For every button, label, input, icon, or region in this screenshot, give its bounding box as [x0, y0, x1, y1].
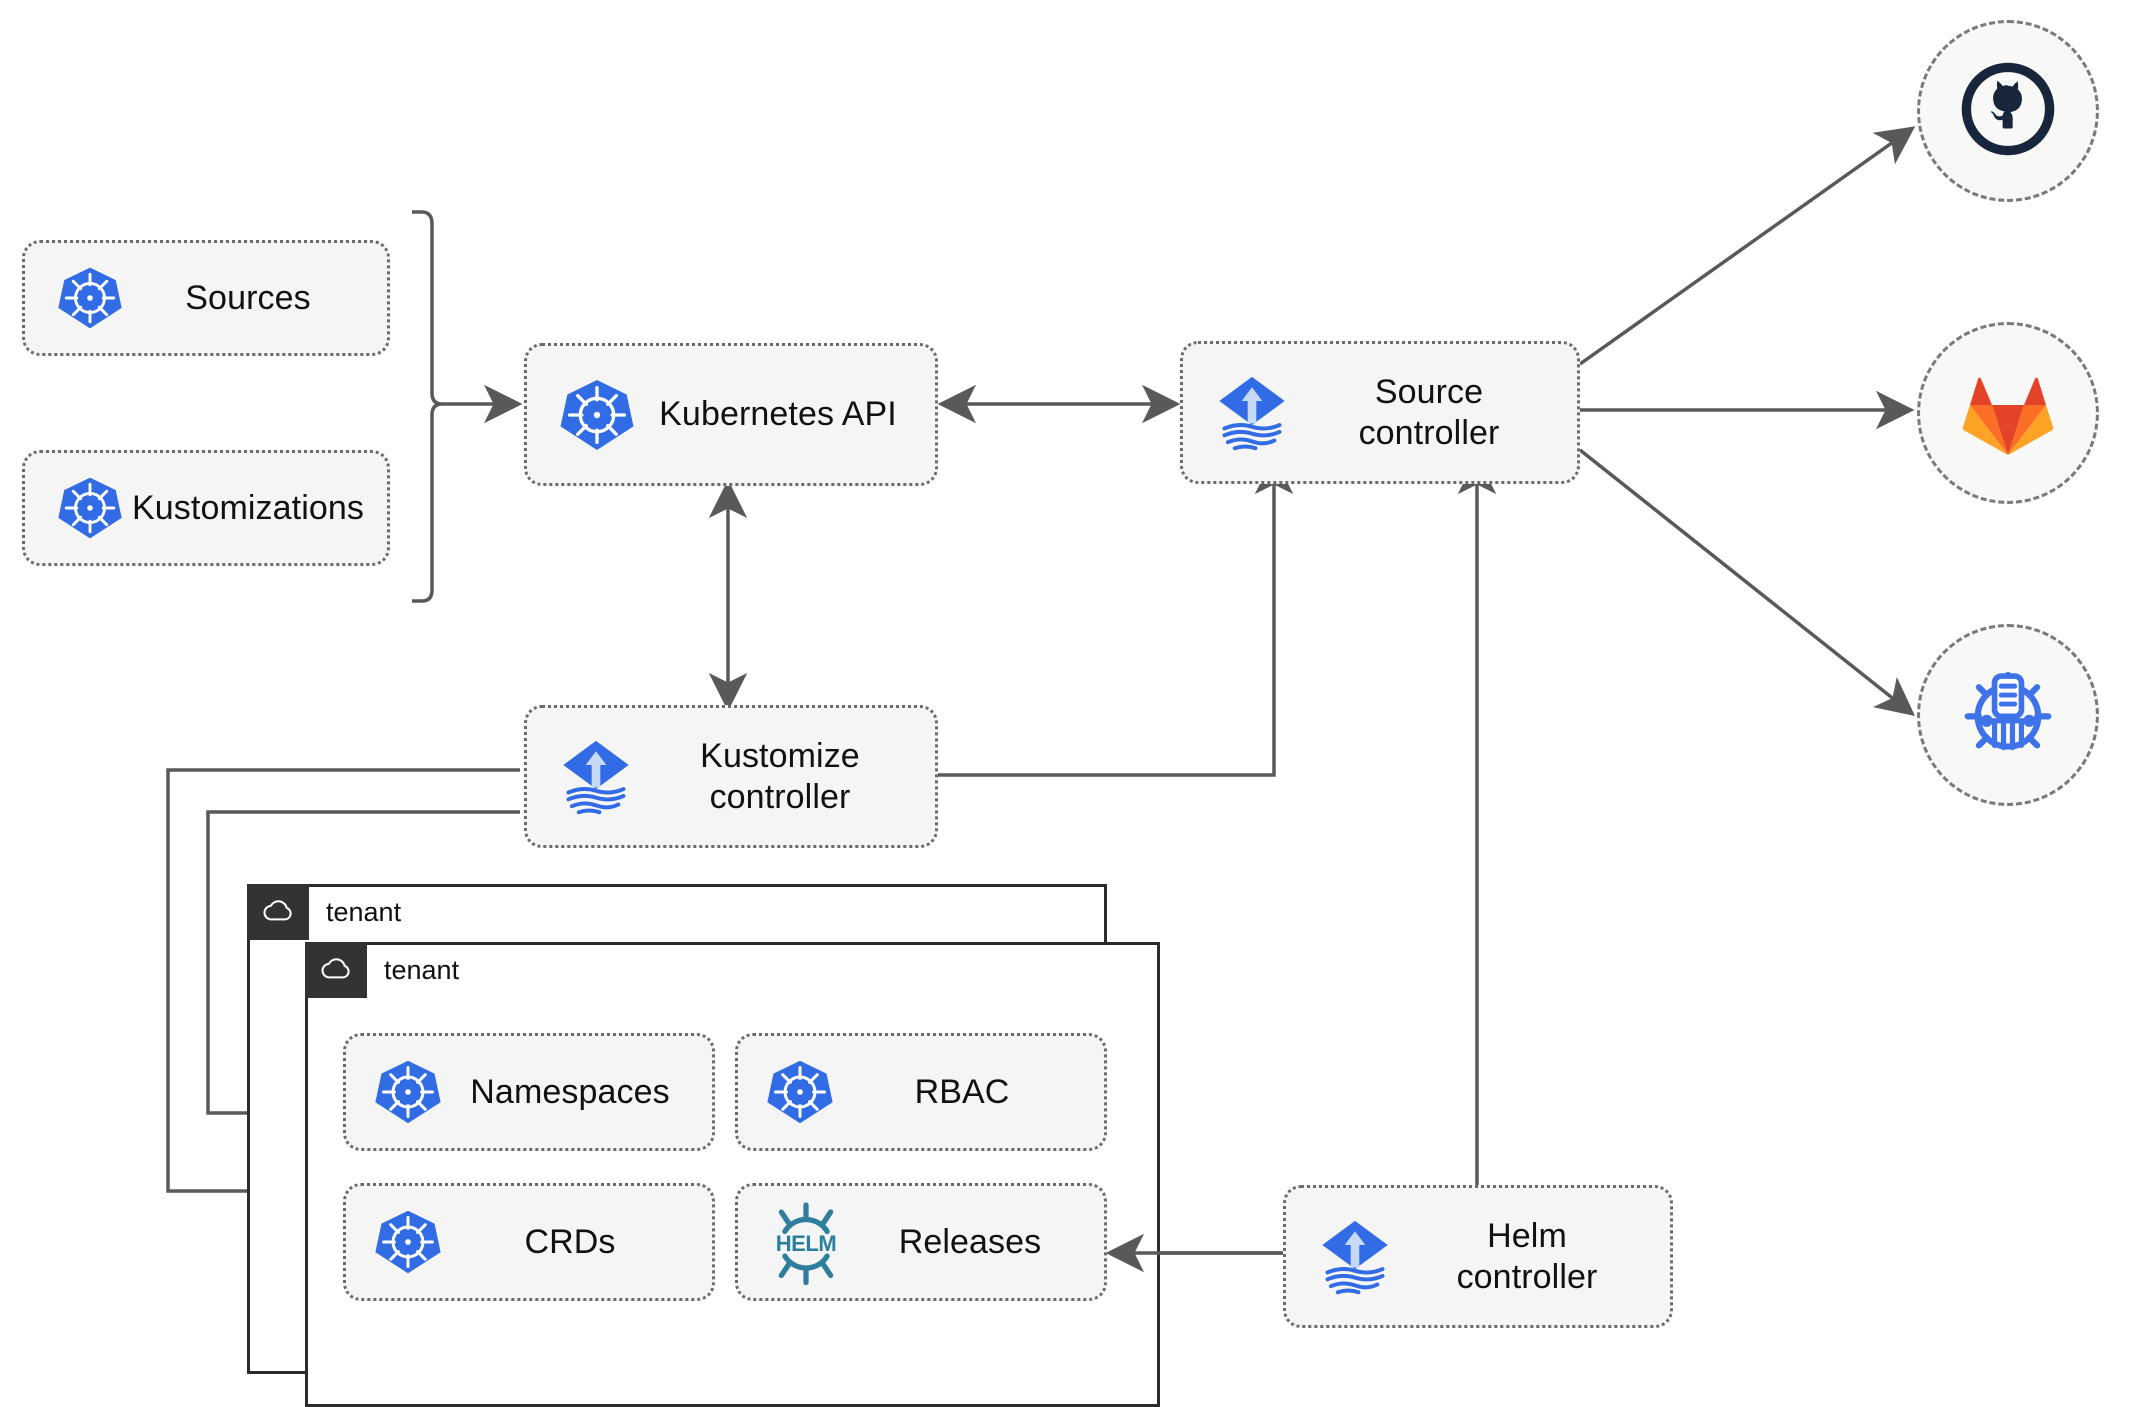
- node-source-controller-label: Source controller: [1295, 372, 1577, 452]
- group-bracket: [412, 210, 443, 603]
- wire-source-github: [1578, 126, 1916, 366]
- node-kustomize-controller-label: Kustomize controller: [639, 736, 935, 816]
- node-kubernetes-api[interactable]: Kubernetes API: [524, 343, 938, 486]
- provider-gitlab[interactable]: [1917, 322, 2099, 504]
- node-namespaces-label: Namespaces: [470, 1072, 670, 1111]
- kubernetes-icon: [766, 1058, 834, 1126]
- helm-repository-icon: [1952, 657, 2064, 774]
- provider-github[interactable]: [1917, 20, 2099, 202]
- gitlab-icon: [1958, 363, 2058, 464]
- node-helm-controller-label: Helm controller: [1398, 1216, 1670, 1296]
- provider-helm-repository[interactable]: [1917, 624, 2099, 806]
- kubernetes-icon: [374, 1058, 442, 1126]
- wire-kustomize-source: [936, 455, 1294, 777]
- tenant-front-label: tenant: [384, 954, 460, 985]
- node-kubernetes-api-label: Kubernetes API: [659, 395, 897, 434]
- cloud-icon: [261, 898, 295, 927]
- kubernetes-icon: [57, 265, 123, 331]
- helm-icon: HELM: [762, 1198, 850, 1286]
- node-rbac[interactable]: RBAC: [735, 1033, 1107, 1151]
- node-crds[interactable]: CRDs: [343, 1183, 715, 1301]
- node-helm-controller[interactable]: Helm controller: [1283, 1185, 1673, 1328]
- cloud-icon: [319, 956, 353, 985]
- tenant-container-front[interactable]: tenant: [305, 942, 1160, 1407]
- wire-source-helmrepo: [1578, 448, 1916, 716]
- kustomize-controller-line2: controller: [709, 777, 851, 816]
- tenant-back-label: tenant: [326, 896, 402, 927]
- node-releases[interactable]: HELM Releases: [735, 1183, 1107, 1301]
- node-sources[interactable]: Sources: [22, 240, 390, 356]
- helm-logo-wordmark: HELM: [776, 1231, 837, 1256]
- node-sources-label: Sources: [185, 278, 311, 317]
- node-crds-label: CRDs: [524, 1222, 616, 1261]
- github-icon: [1956, 57, 2060, 166]
- source-controller-line1: Source: [1374, 373, 1484, 412]
- kubernetes-icon: [374, 1208, 442, 1276]
- flux-icon: [553, 734, 639, 820]
- kustomize-controller-line1: Kustomize: [700, 737, 860, 776]
- node-releases-label: Releases: [898, 1222, 1042, 1261]
- node-kustomizations[interactable]: Kustomizations: [22, 450, 390, 566]
- node-kustomizations-label: Kustomizations: [132, 488, 364, 527]
- flux-icon: [1312, 1214, 1398, 1300]
- node-source-controller[interactable]: Source controller: [1180, 341, 1580, 484]
- node-rbac-label: RBAC: [914, 1072, 1010, 1111]
- tenant-front-titlebar: [305, 942, 367, 998]
- kubernetes-icon: [57, 475, 123, 541]
- kubernetes-icon: [559, 377, 635, 453]
- tenant-back-titlebar: [247, 884, 309, 940]
- helm-controller-line1: Helm: [1487, 1217, 1567, 1256]
- node-namespaces[interactable]: Namespaces: [343, 1033, 715, 1151]
- source-controller-line2: controller: [1358, 413, 1500, 452]
- node-kustomize-controller[interactable]: Kustomize controller: [524, 705, 938, 848]
- helm-controller-line2: controller: [1456, 1257, 1598, 1296]
- flux-icon: [1209, 370, 1295, 456]
